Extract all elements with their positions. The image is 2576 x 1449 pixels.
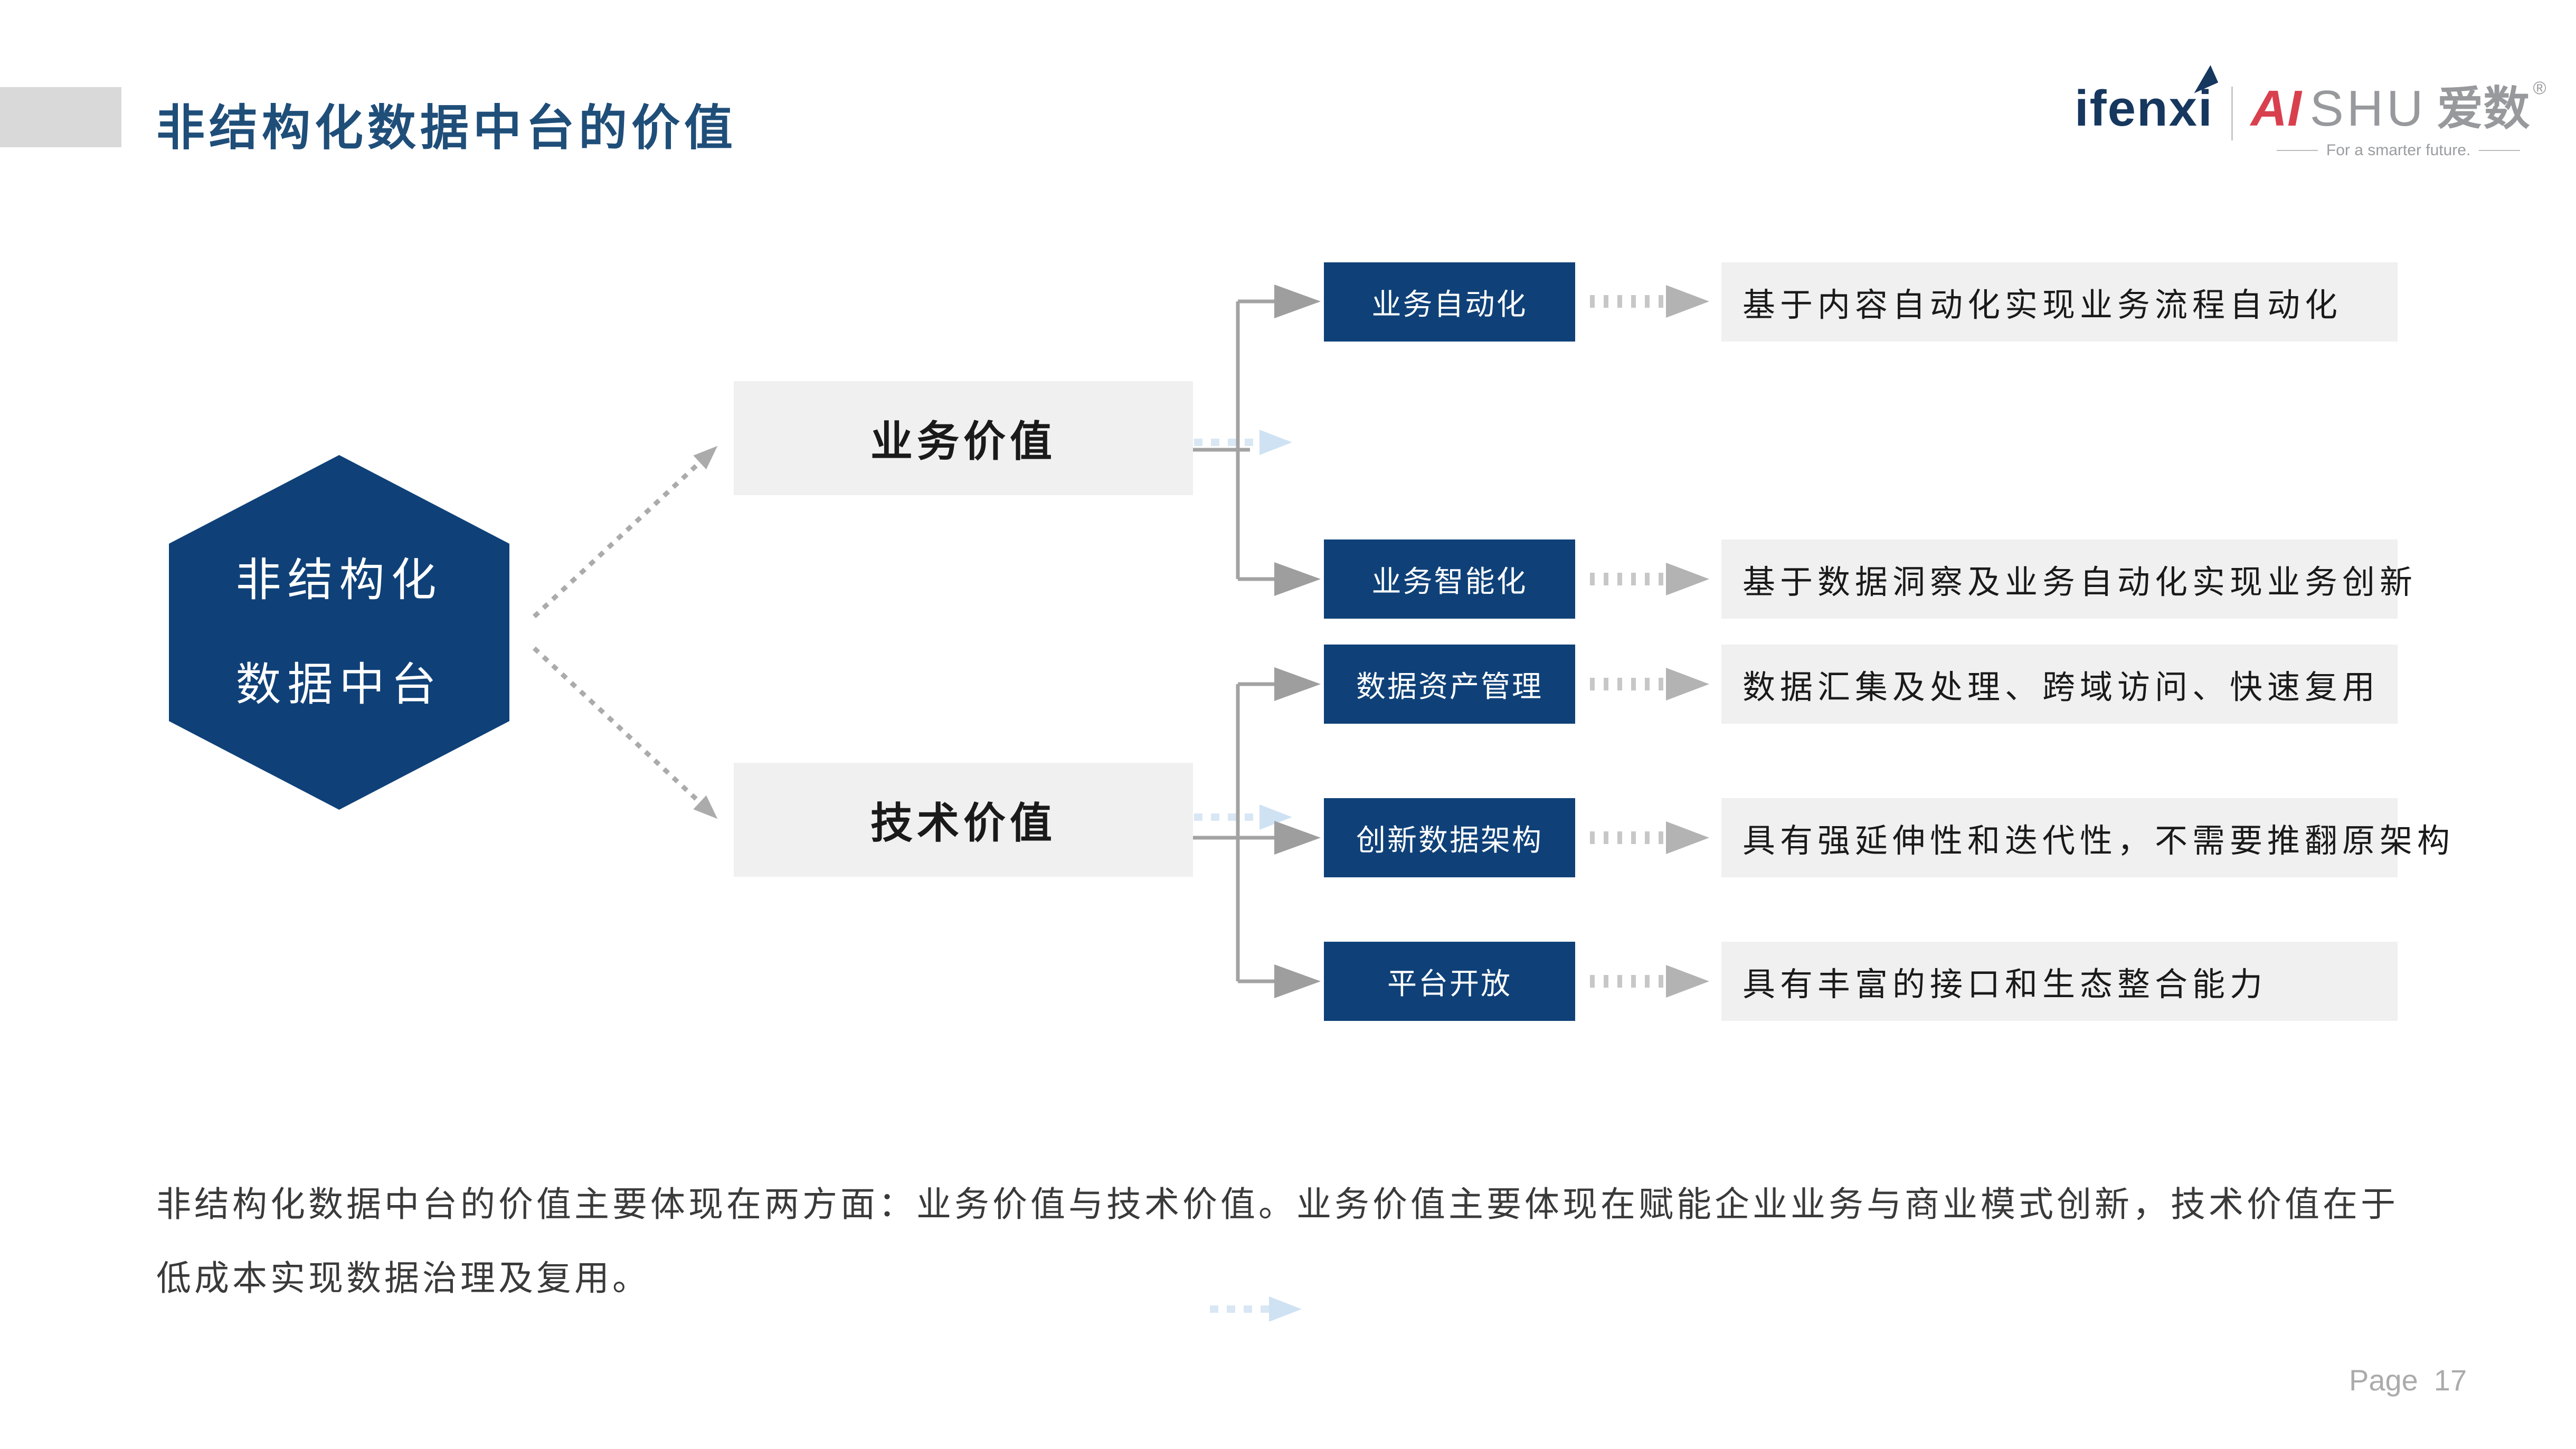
aishu-shu-mark: SHU xyxy=(2309,80,2427,137)
desc-box-open-platform: 具有丰富的接口和生态整合能力 xyxy=(1721,942,2398,1021)
branch-business-value: 业务价值 xyxy=(734,381,1193,495)
aishu-wordmark: AI SHU 爱数 ® xyxy=(2250,79,2546,137)
node-label: 数据资产管理 xyxy=(1356,669,1543,703)
node-box-innovative-architecture: 创新数据架构 xyxy=(1324,798,1575,877)
branch-tech-label: 技术价值 xyxy=(870,800,1056,847)
node-box-data-asset-management: 数据资产管理 xyxy=(1324,645,1575,724)
node-label: 业务智能化 xyxy=(1371,564,1528,598)
desc-text: 具有丰富的接口和生态整合能力 xyxy=(1742,967,2268,1003)
node-label: 创新数据架构 xyxy=(1356,823,1543,857)
logo-divider xyxy=(2231,87,2233,140)
header-logos: ifenxi AI SHU 爱数 ® For a smarter future. xyxy=(2075,65,2546,159)
branch-business-label: 业务价值 xyxy=(870,418,1056,465)
aishu-ai-mark: AI xyxy=(2250,80,2302,137)
node-label: 业务自动化 xyxy=(1371,287,1528,321)
ifenxi-logo: ifenxi xyxy=(2075,65,2218,137)
tagline-line-right xyxy=(2479,150,2521,151)
branch-tech-value: 技术价值 xyxy=(734,763,1193,877)
aishu-tagline: For a smarter future. xyxy=(2276,141,2521,159)
page-title: 非结构化数据中台的价值 xyxy=(156,101,737,155)
node-box-business-automation: 业务自动化 xyxy=(1324,262,1575,342)
node-box-business-intelligence: 业务智能化 xyxy=(1324,539,1575,619)
title-accent-tab xyxy=(0,87,121,147)
connector-root-to-business xyxy=(532,446,718,619)
desc-box-business-automation: 基于内容自动化实现业务流程自动化 xyxy=(1721,262,2398,342)
node-box-open-platform: 平台开放 xyxy=(1324,942,1575,1021)
tagline-line-left xyxy=(2276,150,2318,151)
tagline-text: For a smarter future. xyxy=(2326,141,2471,159)
connector-root-to-tech xyxy=(532,646,718,819)
desc-text: 基于数据洞察及业务自动化实现业务创新 xyxy=(1742,564,2418,601)
page-number: Page 17 xyxy=(2349,1363,2467,1397)
summary-line-1: 非结构化数据中台的价值主要体现在两方面：业务价值与技术价值。业务价值主要体现在赋… xyxy=(156,1185,2399,1224)
ifenxi-wordmark: ifenxi xyxy=(2075,80,2213,137)
desc-text: 数据汇集及处理、跨域访问、快速复用 xyxy=(1742,669,2380,706)
desc-text: 具有强延伸性和迭代性，不需要推翻原架构 xyxy=(1742,823,2455,859)
desc-box-business-intelligence: 基于数据洞察及业务自动化实现业务创新 xyxy=(1721,539,2412,619)
root-label-line2: 数据中台 xyxy=(235,659,443,710)
page-number-value: 17 xyxy=(2433,1363,2467,1397)
root-label-line1: 非结构化 xyxy=(235,555,443,605)
root-hexagon: 非结构化 数据中台 xyxy=(169,455,509,810)
desc-text: 基于内容自动化实现业务流程自动化 xyxy=(1742,287,2343,324)
page-number-label: Page xyxy=(2349,1363,2418,1397)
summary-line-2: 低成本实现数据治理及复用。 xyxy=(156,1258,650,1298)
desc-box-innovative-architecture: 具有强延伸性和迭代性，不需要推翻原架构 xyxy=(1721,798,2450,877)
registered-trademark-icon: ® xyxy=(2533,78,2546,98)
desc-box-data-asset-management: 数据汇集及处理、跨域访问、快速复用 xyxy=(1721,645,2398,724)
aishu-cn-mark: 爱数 xyxy=(2437,82,2530,135)
node-label: 平台开放 xyxy=(1387,967,1512,1000)
aishu-logo: AI SHU 爱数 ® For a smarter future. xyxy=(2250,79,2546,159)
